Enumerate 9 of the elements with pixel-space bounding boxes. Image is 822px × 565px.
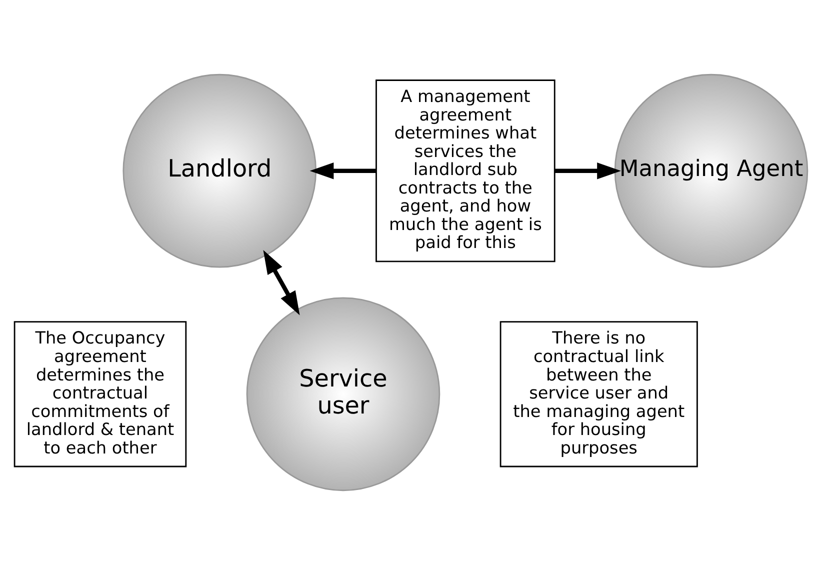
- node-box: A management agreement determines what services the landlord sub contracts to the agent, and how much the agent is paid for this: [376, 80, 556, 262]
- arrow: [310, 162, 376, 180]
- node-circle: Managing Agent: [614, 74, 808, 268]
- node-box: The Occupancy agreement determines the contractual commitments of landlord & tenant to each other: [14, 321, 187, 468]
- node-circle: Service user: [246, 297, 440, 492]
- node-circle: Landlord: [122, 74, 317, 268]
- node-box: There is no contractual link between the service user and the managing agent for housing purposes: [500, 321, 698, 468]
- arrow: [554, 162, 622, 180]
- arrow: [263, 250, 300, 316]
